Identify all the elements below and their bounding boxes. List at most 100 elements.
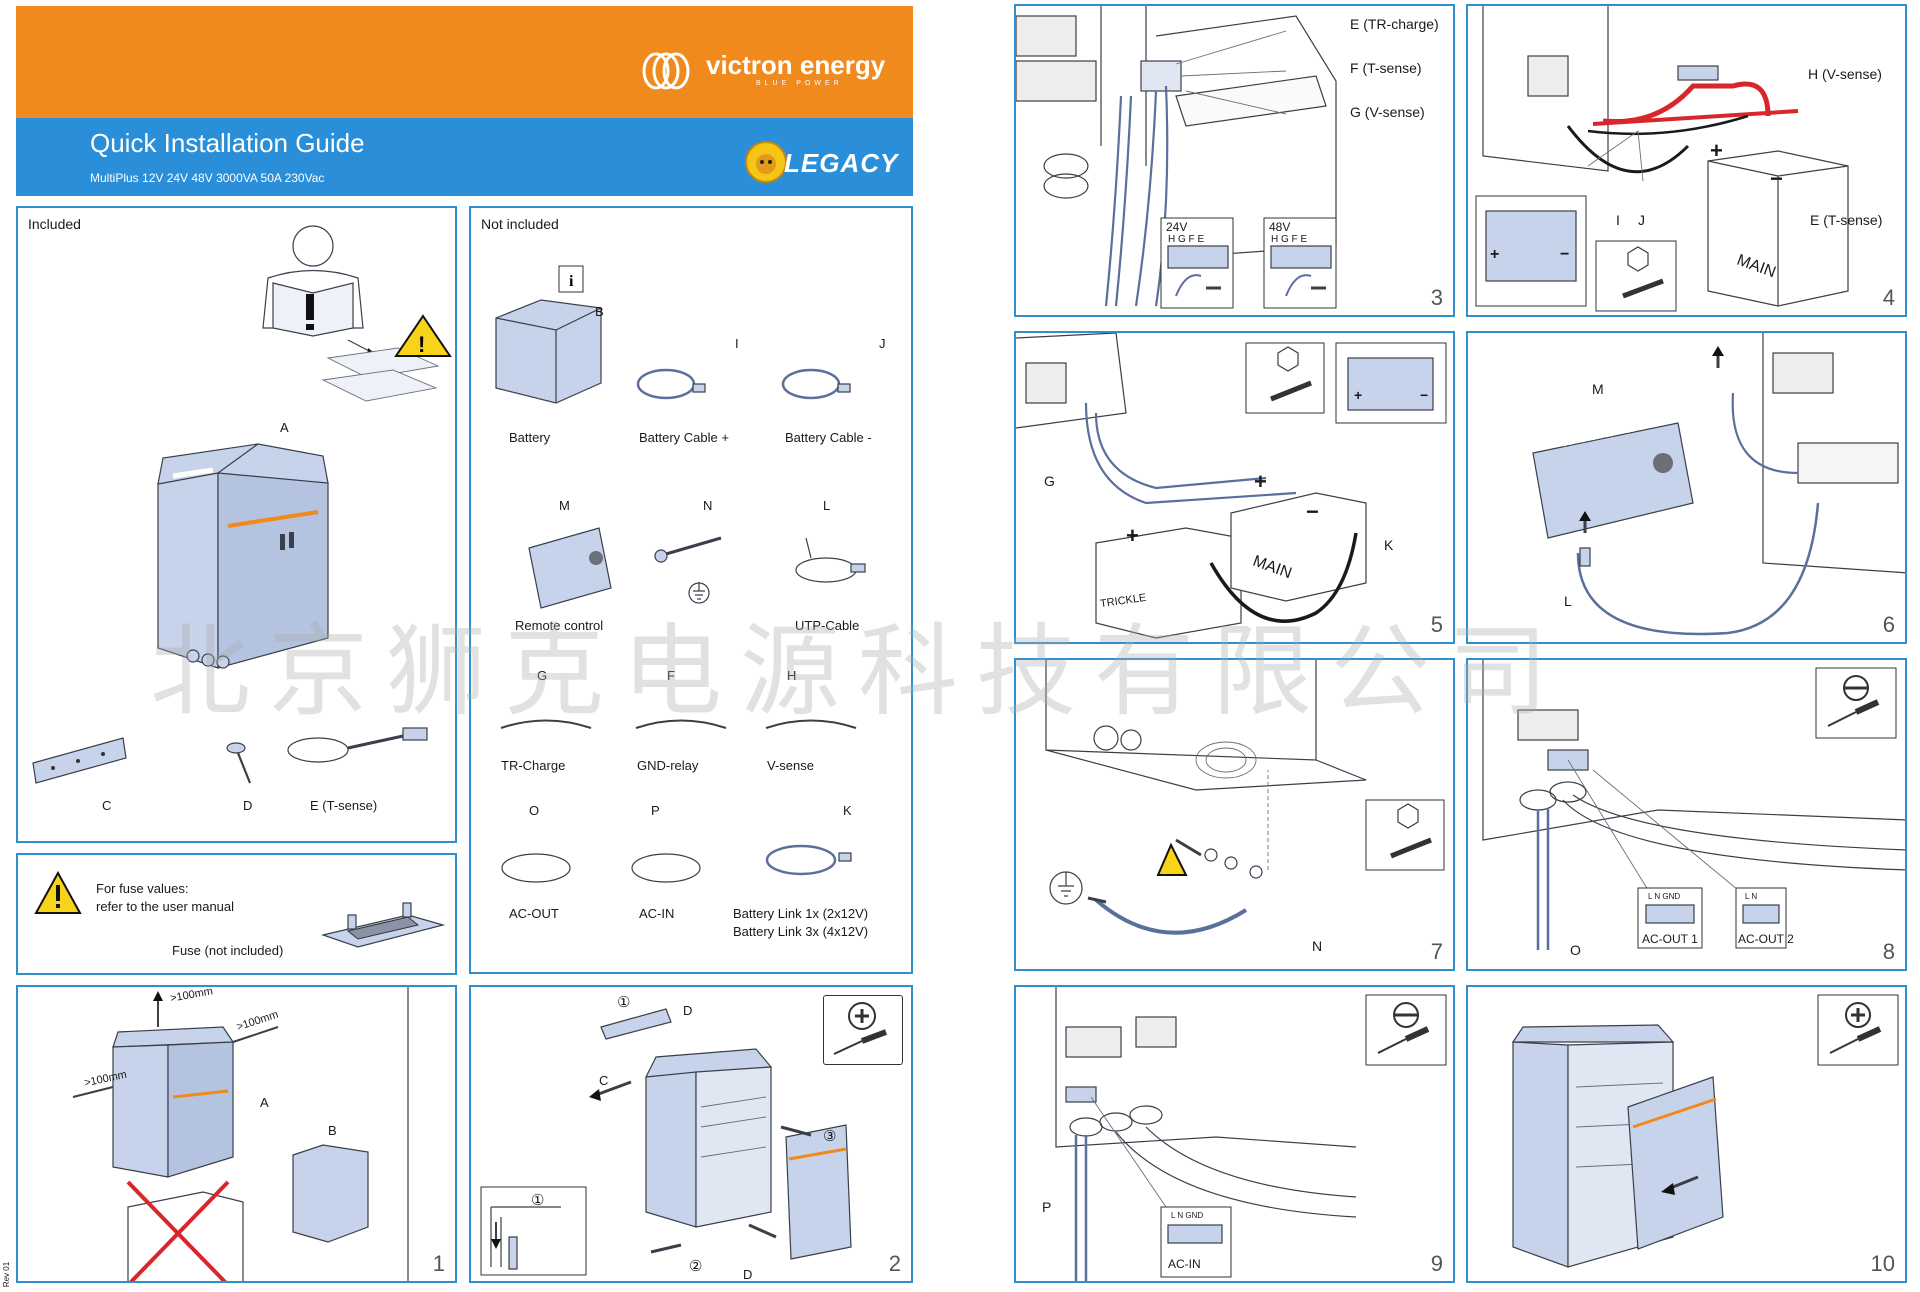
label-c: C <box>102 798 112 813</box>
step3-callout-e: E (TR-charge) <box>1350 16 1439 32</box>
guide-subtitle: MultiPlus 12V 24V 48V 3000VA 50A 230Vac <box>90 171 325 185</box>
step5-callout-g: G <box>1044 473 1055 489</box>
step4-callout-h: H (V-sense) <box>1808 66 1882 82</box>
brand-tagline: BLUE POWER <box>756 80 843 87</box>
not-included-heading: Not included <box>481 216 559 232</box>
header: victron energy BLUE POWER Quick Installa… <box>16 6 913 196</box>
step5-inset-plus: + <box>1354 387 1363 403</box>
label-d: D <box>243 798 253 813</box>
ni-letter-b: B <box>595 304 604 319</box>
step6-callout-l: L <box>1564 593 1572 609</box>
ni-caption-tr-charge: TR-Charge <box>501 758 566 773</box>
ni-letter-n: N <box>703 498 713 513</box>
ni-caption-cable-plus: Battery Cable + <box>639 430 729 445</box>
step-3-number: 3 <box>1430 285 1443 310</box>
step-3-panel: E (TR-charge) F (T-sense) G (V-sense) 24… <box>1014 4 1455 317</box>
ni-letter-h: H <box>787 668 797 683</box>
step4-plus: + <box>1710 138 1723 163</box>
included-panel: Included ! A C D E (T-sense) <box>16 206 457 843</box>
step-4-illustration <box>1475 6 1849 312</box>
step8-pins-2: L N <box>1745 892 1758 901</box>
step-7-number: 7 <box>1430 939 1443 964</box>
step1-label-a: A <box>260 1095 269 1110</box>
step7-callout-n: N <box>1312 938 1323 954</box>
step-10-number: 10 <box>1870 1251 1895 1276</box>
step-2-number: 2 <box>888 1251 901 1276</box>
step-10-panel: 10 <box>1466 985 1907 1283</box>
label-a: A <box>280 420 289 435</box>
ni-caption-battery-link-1: Battery Link 1x (2x12V) <box>733 906 869 921</box>
not-included-illustrations: i <box>495 265 866 883</box>
ni-caption-v-sense: V-sense <box>767 758 814 773</box>
step-3-illustration <box>1016 6 1337 309</box>
ni-caption-cable-minus: Battery Cable - <box>785 430 872 445</box>
step4-callout-e: E (T-sense) <box>1810 212 1883 228</box>
step5-plus-1: + <box>1254 469 1267 494</box>
guide-title: Quick Installation Guide <box>90 128 365 158</box>
step-5-illustration <box>1016 333 1447 639</box>
warning-icon <box>34 870 82 914</box>
svg-text:!: ! <box>418 332 425 357</box>
step1-label-b: B <box>328 1123 337 1138</box>
fuse-note-line2: refer to the user manual <box>96 899 235 914</box>
legacy-logo: LEGACY <box>784 148 899 178</box>
read-manual-illustration: ! <box>262 225 452 402</box>
ni-letter-k: K <box>843 803 852 818</box>
ni-letter-p: P <box>651 803 660 818</box>
step-10-illustration <box>1511 994 1899 1268</box>
not-included-panel: Not included i B Battery I Battery Ca <box>469 206 913 974</box>
step-8-panel: O L N GND L N AC-OUT 1 AC-OUT 2 8 <box>1466 658 1907 971</box>
step5-plus-2: + <box>1126 523 1139 548</box>
step-6-number: 6 <box>1882 612 1895 637</box>
step4-minus: − <box>1770 166 1783 191</box>
step2-label-d-top: D <box>683 1003 693 1018</box>
step3-24v-label: 24V <box>1166 220 1188 234</box>
step9-callout-p: P <box>1042 1199 1052 1215</box>
step2-label-d-bottom: D <box>743 1267 753 1282</box>
ni-letter-g: G <box>537 668 548 683</box>
step-5-panel: G K MAIN TRICKLE + + − + − 5 <box>1014 331 1455 644</box>
step-6-illustration <box>1532 333 1905 636</box>
brand-name: victron energy <box>706 50 886 80</box>
ni-caption-gnd-relay: GND-relay <box>637 758 699 773</box>
ni-letter-j: J <box>879 336 886 351</box>
ni-letter-f: F <box>667 668 675 683</box>
step3-48v-pins: H G F E <box>1271 234 1308 245</box>
step2-phillips-screwdriver-icon <box>823 995 903 1065</box>
step-9-illustration <box>1055 987 1447 1281</box>
step-4-number: 4 <box>1882 285 1895 310</box>
revision-label: Rev 01 <box>2 1261 12 1288</box>
label-e: E (T-sense) <box>310 798 378 813</box>
step8-pins-3: L N GND <box>1648 892 1681 901</box>
fuse-note-line1: For fuse values: <box>96 881 189 896</box>
fuse-illustration <box>320 902 446 948</box>
victron-logo-icon <box>642 52 690 90</box>
ni-caption-ac-in: AC-IN <box>639 906 675 921</box>
step3-callout-g: G (V-sense) <box>1350 104 1425 120</box>
step2-circ-2: ② <box>689 1258 703 1275</box>
step6-callout-m: M <box>1592 381 1604 397</box>
step2-label-c: C <box>599 1073 609 1088</box>
step-4-panel: H (V-sense) I J E (T-sense) MAIN + − + −… <box>1466 4 1907 317</box>
step9-ac-in: AC-IN <box>1168 1257 1201 1271</box>
step4-inset-plus: + <box>1490 246 1500 263</box>
step5-minus-1: − <box>1306 499 1319 524</box>
step3-callout-f: F (T-sense) <box>1350 60 1422 76</box>
step3-48v-label: 48V <box>1269 220 1291 234</box>
step-9-number: 9 <box>1430 1251 1443 1276</box>
step-8-number: 8 <box>1882 939 1895 964</box>
step-8-illustration <box>1482 660 1905 950</box>
step2-circ-3: ③ <box>823 1128 837 1145</box>
ni-caption-battery-link-2: Battery Link 3x (4x12V) <box>733 924 869 939</box>
step8-ac-out-2: AC-OUT 2 <box>1738 932 1794 946</box>
header-orange-band <box>16 6 913 118</box>
multiplus-unit-illustration <box>157 443 329 669</box>
screw-d <box>226 742 252 784</box>
step-6-panel: DIGITAL MULTI CONTROL M L 6 <box>1466 331 1907 644</box>
svg-text:i: i <box>569 273 574 290</box>
ni-caption-battery: Battery <box>509 430 551 445</box>
step4-callout-i: I <box>1616 212 1620 228</box>
step-9-panel: P L N GND AC-IN 9 <box>1014 985 1455 1283</box>
ni-letter-i: I <box>735 336 739 351</box>
step-1-panel: >100mm >100mm >100mm A B 1 <box>16 985 457 1283</box>
